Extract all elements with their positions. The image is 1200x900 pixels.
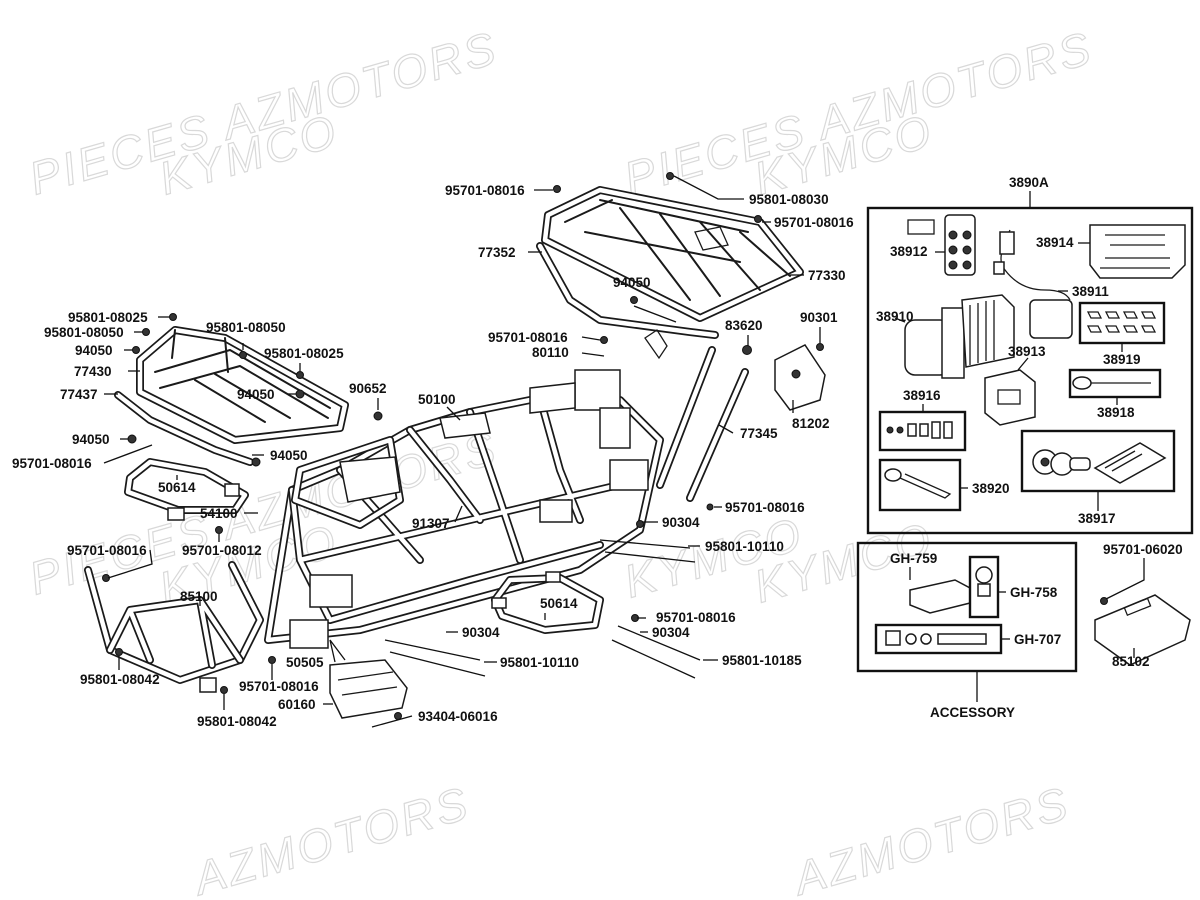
part-label: 50614 [158, 480, 196, 495]
part-label: 95701-08016 [67, 543, 147, 558]
front-bar [114, 391, 254, 466]
winch-kit-frame [866, 206, 1194, 535]
rear-brace [536, 242, 719, 360]
part-label: 83620 [725, 318, 763, 333]
part-label: 54100 [200, 506, 238, 521]
part-label: 95801-08042 [197, 714, 277, 729]
part-label: 95701-08016 [239, 679, 319, 694]
part-label: 80110 [532, 345, 569, 360]
hitch-part-label: GH-759 [890, 551, 937, 566]
plate-label: 85102 [1112, 654, 1150, 669]
part-label: 95701-08016 [488, 330, 568, 345]
part-label: 95701-08016 [774, 215, 854, 230]
leader-lines [103, 175, 821, 728]
watermark-text: AZMOTORS [186, 776, 476, 900]
hitch-accessory-panel: GH-759 GH-758 GH-707 ACCESSORY [856, 541, 1078, 720]
part-label: 90304 [462, 625, 500, 640]
kit-part-label: 38920 [972, 481, 1010, 496]
part-label: 77437 [60, 387, 98, 402]
kit-part-label: 38911 [1072, 284, 1109, 299]
skid-plate [329, 659, 408, 719]
part-label: 94050 [72, 432, 110, 447]
part-label: 94050 [270, 448, 308, 463]
part-label: 94050 [75, 343, 113, 358]
part-label: 95801-08042 [80, 672, 160, 687]
part-label: 90304 [652, 625, 690, 640]
front-carrier [136, 326, 349, 444]
plate-bolt-label: 95701-06020 [1103, 542, 1183, 557]
kit-part-label: 38910 [876, 309, 914, 324]
part-label: 77330 [808, 268, 846, 283]
part-label: 94050 [237, 387, 275, 402]
part-label: 95801-10185 [722, 653, 802, 668]
kit-part-label: 38913 [1008, 344, 1046, 359]
part-label: 93404-06016 [418, 709, 498, 724]
part-label: 60160 [278, 697, 316, 712]
hitch-frame [856, 541, 1078, 673]
part-label: 91307 [412, 516, 450, 531]
part-label: 77430 [74, 364, 112, 379]
main-frame [264, 369, 664, 649]
rear-carrier [541, 186, 804, 322]
front-bumper [84, 561, 264, 693]
kit-part-label: 38918 [1097, 405, 1135, 420]
kit-part-label: 38916 [903, 388, 941, 403]
part-label: 95801-08030 [749, 192, 829, 207]
winch-kit-panel: 3890A 38912 38914 38911 38910 38919 [866, 175, 1194, 535]
kit-part-label: 38919 [1103, 352, 1141, 367]
watermark-text: AZMOTORS [786, 776, 1076, 900]
kit-part-label: 38914 [1036, 235, 1074, 250]
part-label: 94050 [613, 275, 651, 290]
part-label: 81202 [792, 416, 830, 431]
kit-part-label: 38912 [890, 244, 928, 259]
part-label: 77345 [740, 426, 778, 441]
part-label: 90652 [349, 381, 387, 396]
part-label: 95801-10110 [500, 655, 579, 670]
hitch-part-label: GH-758 [1010, 585, 1058, 600]
step-bracket-left [124, 458, 249, 521]
kit-number-label: 3890A [1009, 175, 1049, 190]
part-label: 95701-08016 [725, 500, 805, 515]
part-label: 95701-08012 [182, 543, 262, 558]
part-label: 85100 [180, 589, 218, 604]
mounting-plate: 95701-06020 85102 [1094, 542, 1191, 669]
part-label: 95801-10110 [705, 539, 784, 554]
part-label: 90301 [800, 310, 838, 325]
part-labels: 95701-08016 95801-08030 95701-08016 7735… [12, 183, 854, 729]
part-label: 50100 [418, 392, 456, 407]
kit-part-label: 38917 [1078, 511, 1116, 526]
part-label: 95701-08016 [12, 456, 92, 471]
part-label: 95801-08025 [68, 310, 148, 325]
part-label: 50505 [286, 655, 324, 670]
step-bracket-right [491, 571, 604, 634]
part-label: 95801-08050 [44, 325, 124, 340]
part-label: 95801-08025 [264, 346, 344, 361]
part-label: 77352 [478, 245, 516, 260]
part-label: 90304 [662, 515, 700, 530]
fasteners [102, 172, 824, 720]
accessory-caption: ACCESSORY [930, 705, 1015, 720]
mount-plate [774, 344, 826, 411]
part-label: 50614 [540, 596, 578, 611]
part-label: 95801-08050 [206, 320, 286, 335]
part-label: 95701-08016 [656, 610, 736, 625]
hitch-part-label: GH-707 [1014, 632, 1061, 647]
bolts [384, 539, 701, 679]
support-struts [656, 346, 749, 502]
part-label: 95701-08016 [445, 183, 525, 198]
